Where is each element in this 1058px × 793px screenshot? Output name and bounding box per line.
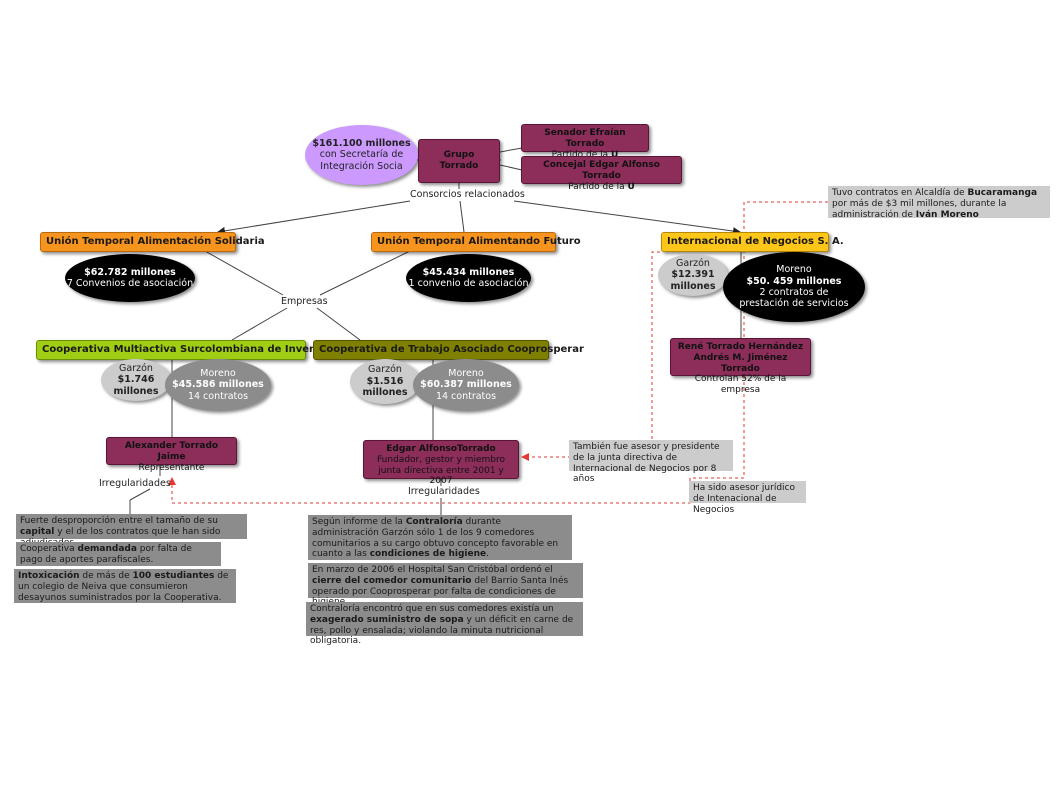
ut-solidaria-amount: $62.782 millones (84, 266, 176, 278)
alexander-role: Representante (138, 462, 205, 473)
ut-solidaria-node[interactable]: Unión Temporal Alimentación Solidaria (40, 232, 265, 252)
coop-surco-moreno-label: Moreno (200, 367, 236, 379)
owner-andres: Andrés M. Jiménez Torrado (693, 352, 788, 374)
coop-trabajo-node[interactable]: Cooperativa de Trabajo Asociado Cooprosp… (313, 340, 584, 360)
edgar-name: Edgar AlfonsoTorrado (386, 444, 496, 454)
senador-node[interactable]: Senador Efraían Torrado Partido de la U (521, 124, 649, 160)
edgar-role-1: Fundador, gestor y miembro (377, 454, 505, 465)
ut-futuro-node[interactable]: Unión Temporal Alimentando Futuro (371, 232, 581, 252)
irregularidades-label-mid: Irregularidades (408, 486, 480, 497)
edgar-role-2: junta directiva entre 2001 y 2007 (378, 465, 504, 487)
concejal-name: Concejal Edgar Alfonso Torrado (543, 160, 660, 181)
coop-surco-moreno-bubble: Moreno $45.586 millones 14 contratos (165, 359, 271, 411)
concejal-node[interactable]: Concejal Edgar Alfonso Torrado Partido d… (521, 156, 682, 192)
note-bucaramanga: Tuvo contratos en Alcaldía de Bucaramang… (828, 186, 1050, 220)
note-asesor-juridico: Ha sido asesor jurídico de Intenacional … (689, 481, 806, 515)
root-money-desc: con Secretaría de Integración Socia (319, 149, 404, 172)
ut-solidaria-desc: 7 Convenios de asociación (66, 278, 194, 289)
coop-surco-garzon-amount: $1.746 millones (113, 374, 159, 397)
coop-trabajo-moreno-desc: 14 contratos (435, 390, 497, 402)
coop-trabajo-moreno-label: Moreno (448, 367, 484, 379)
grupo-torrado-node[interactable]: Grupo Torrado (418, 139, 500, 183)
ut-futuro-money-bubble: $45.434 millones 1 convenio de asociació… (406, 254, 531, 302)
internacional-garzon-bubble: Garzón $12.391 millones (658, 254, 728, 296)
owner-rene: René Torrado Hernández (677, 342, 804, 352)
owners-desc: Controlan 52% de la empresa (694, 374, 787, 396)
ut-futuro-desc: 1 convenio de asociación (408, 278, 529, 289)
internacional-label: Internacional de Negocios S. A. (667, 236, 844, 247)
consorcios-label: Consorcios relacionados (410, 189, 525, 200)
coop-trabajo-label: Cooperativa de Trabajo Asociado Cooprosp… (319, 344, 584, 355)
note-asesor-presidente: También fue asesor y presidente de la ju… (569, 440, 733, 484)
irreg-sopa: Contraloría encontró que en sus comedore… (306, 602, 583, 646)
internacional-garzon-label: Garzón (676, 257, 710, 269)
senador-name: Senador Efraían Torrado (544, 128, 626, 149)
irreg-cierre-comedor: En marzo de 2006 el Hospital San Cristób… (308, 563, 583, 607)
irregularidades-label-left: Irregularidades (99, 478, 171, 489)
irreg-demandada: Cooperativa demandada por falta de pago … (16, 542, 221, 566)
ut-futuro-amount: $45.434 millones (422, 266, 515, 278)
coop-surco-moreno-desc: 14 contratos (187, 390, 249, 402)
grupo-torrado-label: Grupo Torrado (439, 150, 479, 171)
ut-solidaria-label: Unión Temporal Alimentación Solidaria (46, 236, 265, 247)
coop-trabajo-moreno-amount: $60.387 millones (420, 379, 512, 391)
internacional-moreno-desc: 2 contratos de prestación de servicios (739, 287, 849, 310)
ut-solidaria-money-bubble: $62.782 millones 7 Convenios de asociaci… (65, 254, 195, 302)
root-money-amount: $161.100 millones (312, 137, 411, 149)
ut-futuro-label: Unión Temporal Alimentando Futuro (377, 236, 581, 247)
coop-surco-garzon-label: Garzón (119, 362, 153, 374)
internacional-owners-node[interactable]: René Torrado Hernández Andrés M. Jiménez… (670, 338, 811, 395)
coop-trabajo-garzon-amount: $1.516 millones (362, 375, 408, 399)
edgar-node[interactable]: Edgar AlfonsoTorrado Fundador, gestor y … (363, 440, 519, 486)
concejal-party: Partido de la U (568, 181, 635, 192)
alexander-node[interactable]: Alexander Torrado Jaime Representante (106, 437, 237, 473)
coop-trabajo-garzon-bubble: Garzón $1.516 millones (350, 359, 420, 404)
irreg-contraloria-higiene: Según informe de la Contraloría durante … (308, 515, 572, 560)
alexander-name: Alexander Torrado Jaime (124, 441, 219, 462)
coop-surco-moreno-amount: $45.586 millones (172, 379, 264, 391)
coop-surco-garzon-bubble: Garzón $1.746 millones (101, 359, 171, 401)
coop-surco-node[interactable]: Cooperativa Multiactiva Surcolombiana de… (36, 340, 350, 360)
empresas-label: Empresas (281, 296, 328, 307)
internacional-garzon-amount: $12.391 millones (670, 269, 716, 292)
coop-trabajo-moreno-bubble: Moreno $60.387 millones 14 contratos (413, 359, 519, 411)
senador-party: Partido de la U (551, 149, 619, 160)
irreg-capital: Fuerte desproporción entre el tamaño de … (16, 514, 247, 548)
irreg-intoxicacion: Intoxicación de más de 100 estudiantes d… (14, 569, 236, 603)
internacional-moreno-amount: $50. 459 millones (746, 275, 842, 287)
coop-surco-label: Cooperativa Multiactiva Surcolombiana de… (42, 344, 351, 355)
coop-trabajo-garzon-label: Garzón (368, 364, 402, 376)
internacional-moreno-bubble: Moreno $50. 459 millones 2 contratos de … (723, 252, 865, 322)
root-money-bubble: $161.100 millones con Secretaría de Inte… (305, 125, 418, 185)
internacional-moreno-label: Moreno (776, 264, 812, 276)
internacional-node[interactable]: Internacional de Negocios S. A. (661, 232, 844, 252)
